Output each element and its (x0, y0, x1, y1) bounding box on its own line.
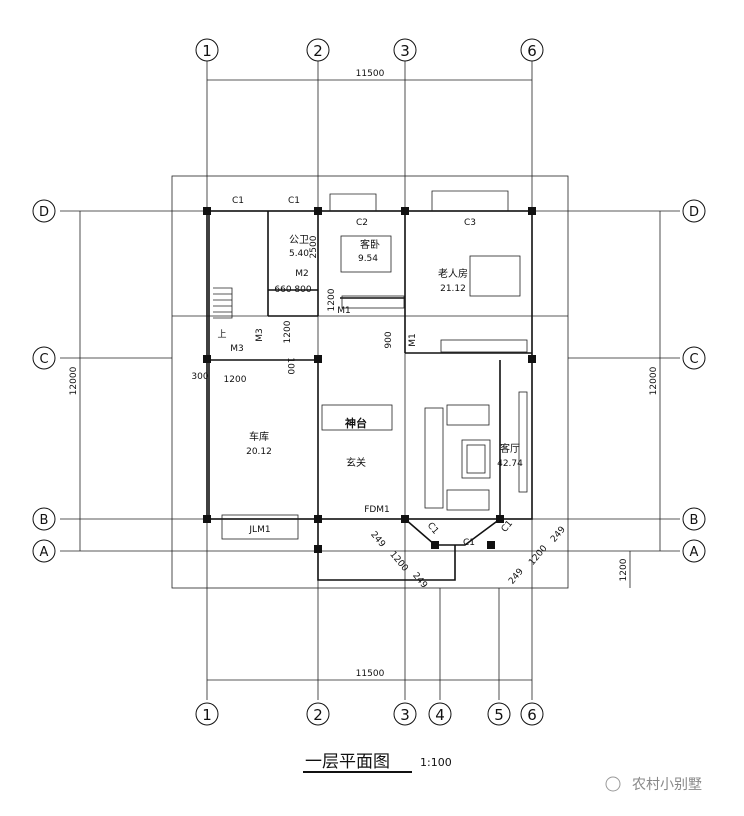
window-c3-bay (431, 190, 509, 211)
window-c1: C1 (463, 538, 475, 548)
dim-label: 1200 (387, 550, 410, 574)
room-area-bath: 5.40 (289, 249, 309, 259)
room-name-garage: 车库 (249, 430, 269, 443)
plan-frame (171, 175, 569, 589)
axis-top: 1 2 3 6 (195, 38, 544, 62)
watermark-logo-icon (605, 776, 621, 792)
axis-label: 5 (494, 706, 504, 724)
drawing-scale: 1:100 (420, 756, 452, 769)
room-name-foyer: 玄关 (346, 456, 366, 469)
axis-label: 3 (400, 42, 410, 60)
axis-label: 2 (313, 42, 323, 60)
dim-label: 900 (384, 331, 394, 348)
door-m3: M3 (255, 328, 265, 342)
columns (203, 207, 536, 553)
axis-label: A (40, 545, 49, 560)
axis-left: D C B A (32, 199, 56, 563)
dim-label: 2500 (309, 235, 319, 258)
room-name-shrine: 神台 (345, 416, 367, 430)
axis-label: C (39, 352, 48, 367)
room-name-living: 客厅 (500, 442, 520, 455)
dim-right: 12000 (649, 366, 659, 395)
dim-bottom: 11500 (356, 669, 385, 679)
window-c1: C1 (232, 196, 244, 206)
watermark: 农村小别墅 (632, 777, 702, 793)
dim-label: 300 (191, 372, 208, 382)
door-m1: M1 (337, 306, 351, 316)
dim-label: 1200 (224, 375, 247, 385)
dim-label: 100 (285, 357, 295, 374)
dim-label: 1200 (527, 544, 550, 568)
axis-label: 2 (313, 706, 323, 724)
window-c1: C1 (425, 521, 440, 537)
dim-label: 1200 (283, 320, 293, 343)
window-c2-bay (329, 193, 377, 211)
dim-label: 800 (294, 285, 311, 295)
axis-label: 1 (202, 42, 212, 60)
room-area-guest: 9.54 (358, 254, 378, 264)
axis-label: B (40, 513, 49, 528)
axis-bottom: 1 2 3 4 5 6 (195, 702, 544, 726)
grid-lines (60, 60, 680, 700)
dim-label: 1200 (327, 288, 337, 311)
room-name-bath: 公卫 (289, 235, 309, 246)
drawing-title: 一层平面图 (305, 752, 390, 772)
door-m3: M3 (230, 344, 244, 354)
window-c2: C2 (356, 218, 368, 228)
axis-label: D (689, 205, 699, 220)
axis-right: D C B A (682, 199, 706, 563)
dim-top: 11500 (356, 69, 385, 79)
axis-label: B (690, 513, 699, 528)
axis-label: C (689, 352, 698, 367)
window-c3: C3 (464, 218, 476, 228)
door-fdm1: FDM1 (364, 505, 390, 515)
window-c1: C1 (288, 196, 300, 206)
dim-right-ext: 1200 (619, 558, 629, 581)
axis-label: D (39, 205, 49, 220)
door-m1: M1 (408, 333, 418, 347)
axis-label: A (690, 545, 699, 560)
dim-label: 660 (274, 285, 291, 295)
stair-up-label: 上 (217, 329, 226, 340)
room-area-garage: 20.12 (246, 447, 272, 457)
dim-label: 249 (368, 530, 387, 550)
dim-left: 12000 (69, 366, 79, 395)
door-m2: M2 (295, 269, 309, 279)
room-name-guest: 客卧 (360, 238, 380, 251)
axis-label: 3 (400, 706, 410, 724)
axis-label: 6 (527, 706, 537, 724)
axis-label: 6 (527, 42, 537, 60)
axis-label: 4 (435, 706, 445, 724)
dim-label: 249 (549, 525, 568, 545)
axis-label: 1 (202, 706, 212, 724)
room-area-living: 42.74 (497, 459, 523, 469)
dim-label: 249 (507, 567, 526, 587)
door-jlm1: JLM1 (248, 525, 270, 535)
room-area-elder: 21.12 (440, 284, 466, 294)
room-name-elder: 老人房 (438, 267, 468, 280)
furniture (213, 235, 528, 540)
